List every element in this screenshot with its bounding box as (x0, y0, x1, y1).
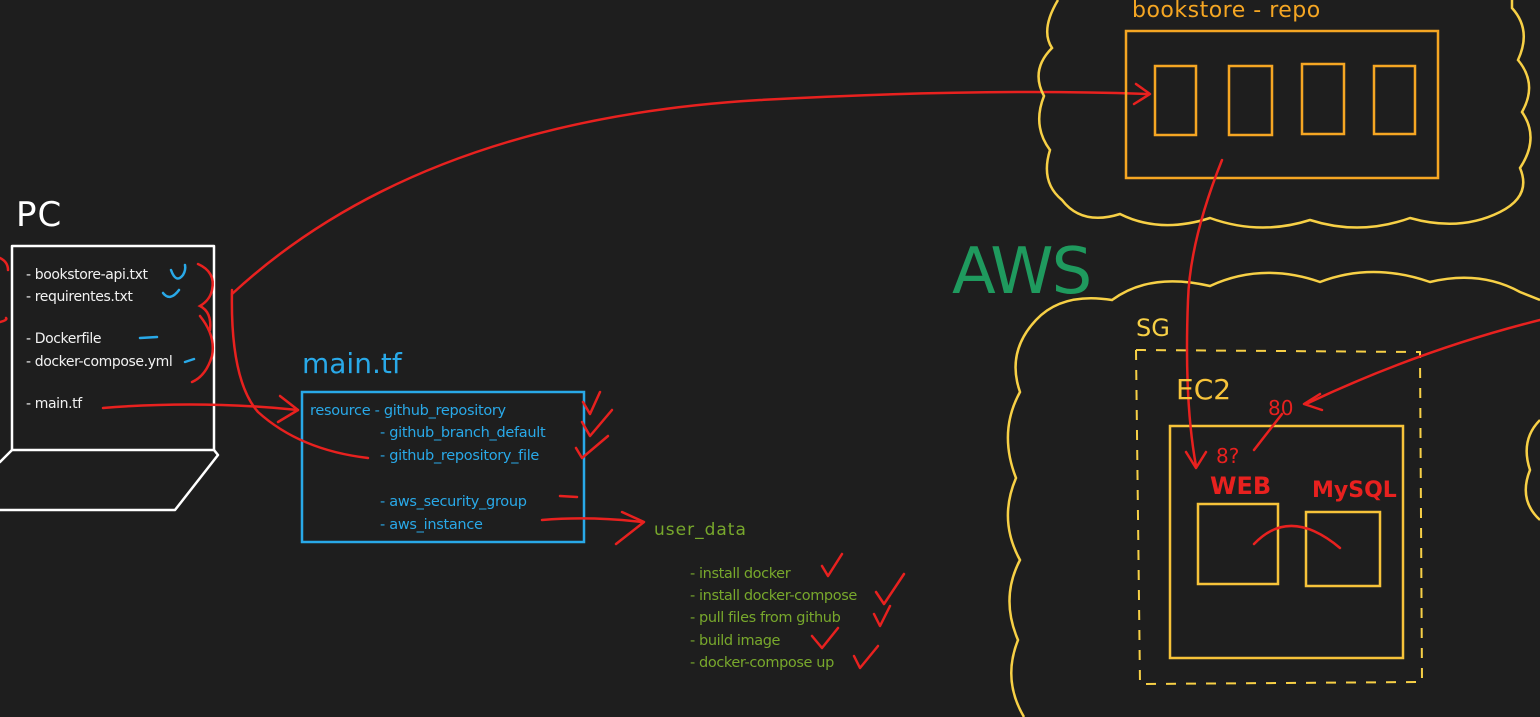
arrow-80-to-8x (1252, 412, 1284, 452)
left-brace-top (0, 256, 10, 272)
aws-cloud (1006, 270, 1540, 717)
step-docker-compose-up: - docker-compose up (690, 655, 834, 671)
step-install-docker-compose: - install docker-compose (690, 588, 857, 604)
check-pull-files (872, 604, 892, 628)
file-main-tf: - main.tf (26, 396, 82, 412)
repo-file-4 (1372, 64, 1417, 136)
ec2-label: EC2 (1176, 373, 1232, 406)
laptop-base (0, 448, 220, 512)
aws-cloud-right-edge (1524, 419, 1540, 521)
file-requirentes: - requirentes.txt (26, 289, 133, 305)
tf-github-branch-default: - github_branch_default (380, 425, 546, 441)
check-github-branch (580, 408, 614, 438)
check-build-image (810, 626, 840, 650)
mysql-container-box (1304, 510, 1382, 588)
step-install-docker: - install docker (690, 566, 791, 582)
dash-security-group (558, 494, 579, 499)
security-group-label: SG (1136, 314, 1170, 342)
port-80-label: 80 (1268, 396, 1294, 420)
repo-file-1 (1153, 64, 1198, 137)
pc-checkmarks (138, 263, 196, 364)
check-bookstore-api (169, 263, 187, 280)
file-docker-compose: - docker-compose.yml (26, 354, 173, 370)
check-compose-up (852, 644, 880, 670)
arrow-pc-to-repo (230, 82, 1152, 460)
pc-title: PC (16, 195, 63, 235)
file-dockerfile: - Dockerfile (26, 331, 102, 347)
repo-box (1124, 29, 1440, 180)
dash-docker-compose (183, 357, 196, 364)
security-group-box (1134, 348, 1424, 686)
check-install-docker (820, 552, 844, 578)
check-github-repository (581, 390, 602, 416)
ec2-box (1168, 424, 1405, 660)
pc-red-braces (0, 256, 214, 384)
left-brace-mid (0, 316, 8, 324)
userdata-checkmarks (810, 552, 906, 670)
check-install-compose (874, 572, 906, 606)
check-requirentes (161, 288, 181, 299)
tf-checkmarks (558, 390, 614, 499)
right-brace-bottom (190, 314, 214, 384)
repo-files (1153, 62, 1417, 137)
web-label: WEB (1210, 472, 1272, 500)
tf-aws-security-group: - aws_security_group (380, 494, 527, 510)
main-tf-box (300, 390, 586, 544)
aws-red-arrows (1184, 158, 1540, 550)
mysql-label: MySQL (1312, 478, 1397, 503)
file-bookstore-api: - bookstore-api.txt (26, 267, 148, 283)
github-cloud (1037, 0, 1532, 229)
arrow-internet-to-80 (1304, 318, 1540, 406)
check-github-file (574, 434, 610, 460)
dash-dockerfile (138, 335, 159, 340)
step-pull-files: - pull files from github (690, 610, 841, 626)
curve-file-to-brace (230, 288, 370, 460)
main-tf-title: main.tf (302, 347, 402, 380)
tf-resource-github-repository: resource - github_repository (310, 403, 506, 419)
aws-label: AWS (952, 235, 1092, 309)
repo-file-3 (1300, 62, 1346, 136)
repo-file-2 (1227, 64, 1274, 137)
web-container-box (1196, 502, 1280, 586)
laptop-drawing (0, 244, 220, 512)
port-8x-label: 8? (1216, 444, 1240, 468)
arrow-repo-to-web (1185, 158, 1224, 468)
tf-aws-instance: - aws_instance (380, 517, 483, 533)
arrow-instance-to-userdata (540, 510, 646, 546)
right-brace-top (196, 262, 214, 332)
user-data-title: user_data (654, 520, 747, 540)
arrow-web-to-mysql (1252, 524, 1342, 550)
repo-label: bookstore - repo (1132, 0, 1321, 23)
arrow-pc-to-tf (101, 394, 300, 424)
step-build-image: - build image (690, 633, 781, 649)
tf-github-repository-file: - github_repository_file (380, 448, 540, 464)
